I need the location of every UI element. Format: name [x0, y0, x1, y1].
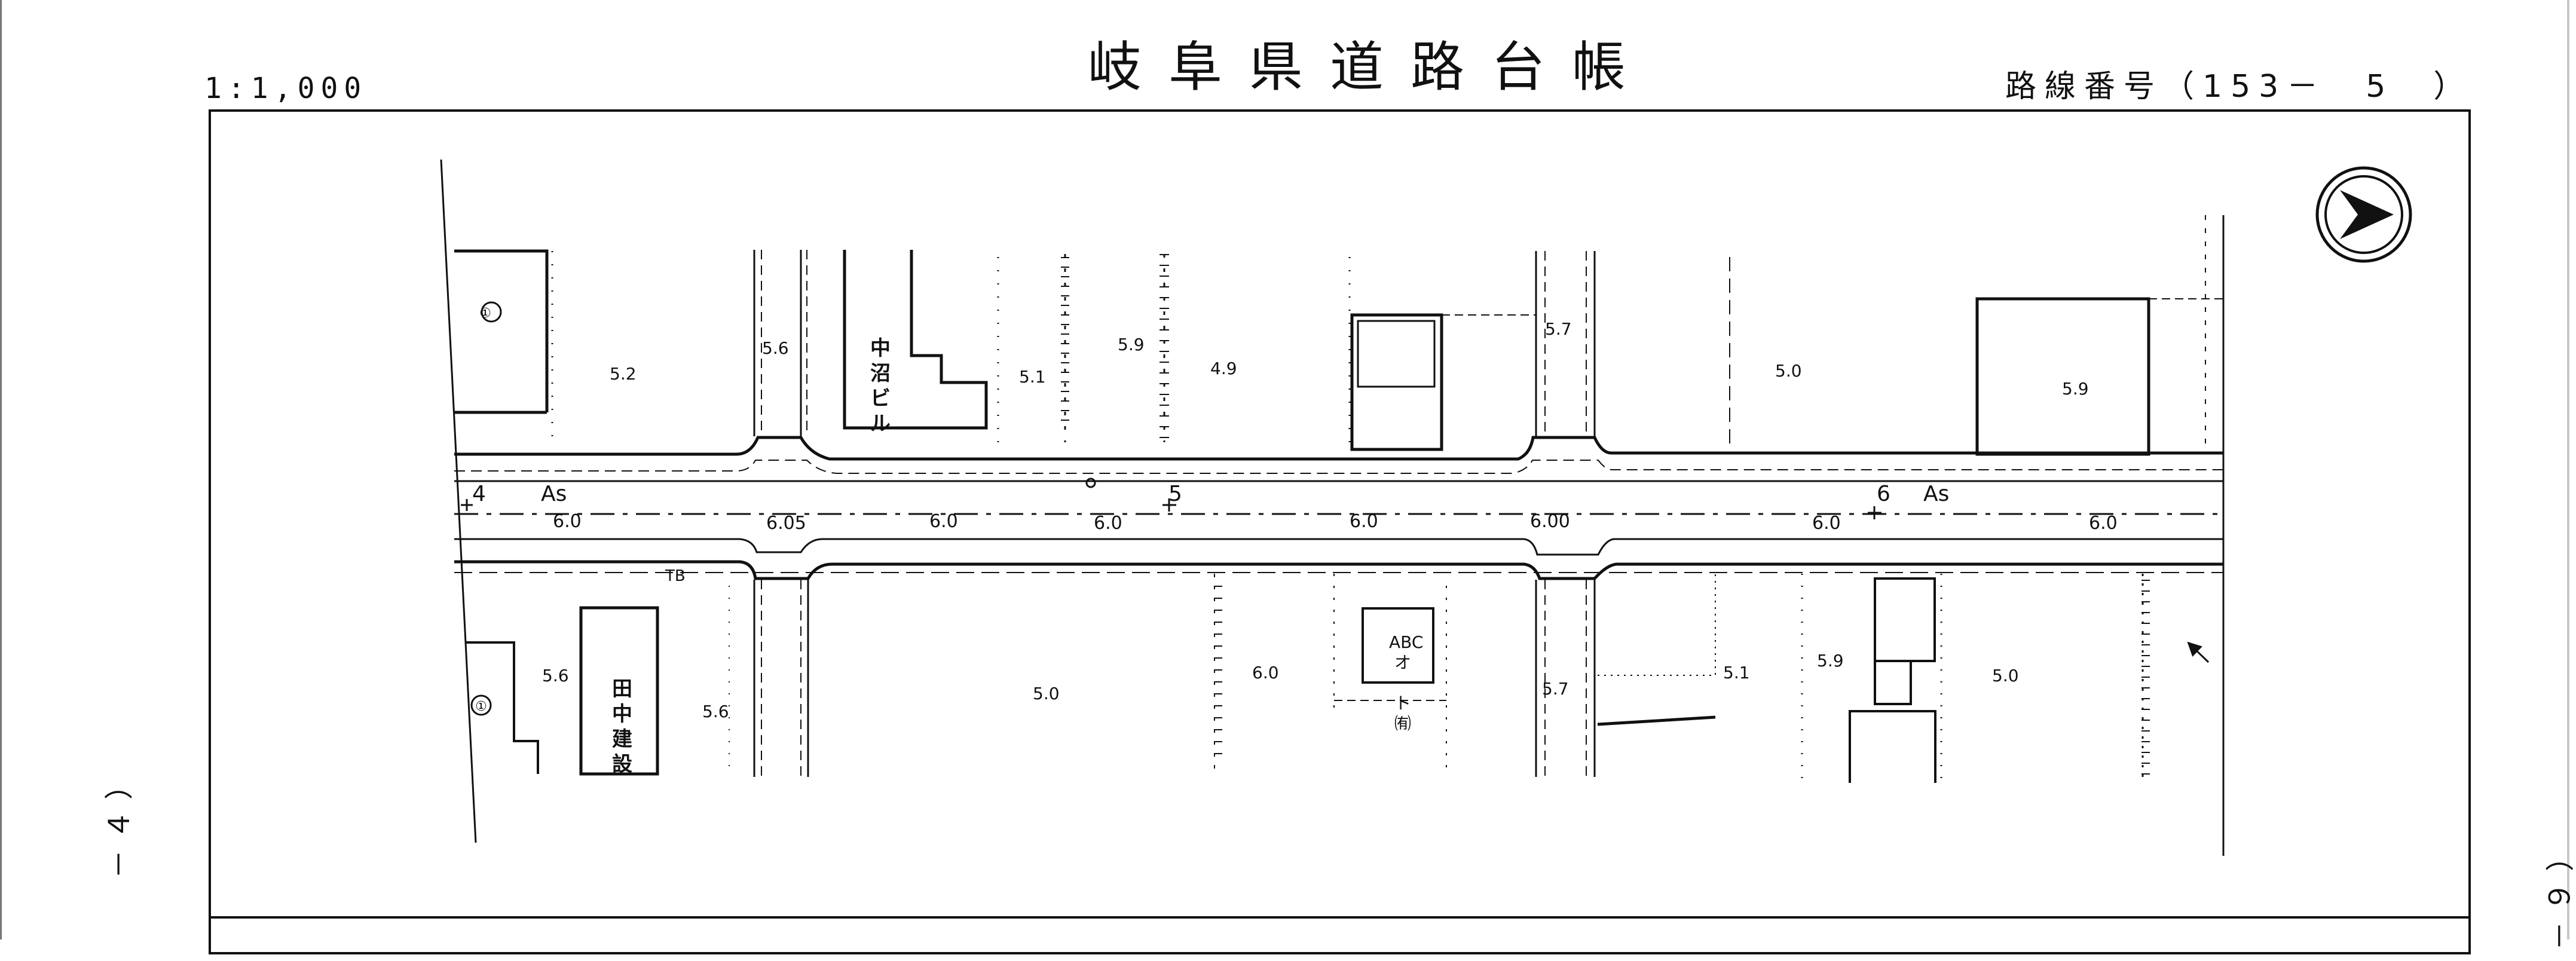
- pavement-right-label: As: [1923, 482, 1949, 506]
- page-title: 岐阜県道路台帳: [1088, 36, 1653, 99]
- cross-streets: [753, 250, 1596, 777]
- building-height-14: 5.1: [1723, 663, 1750, 683]
- nakanuma-building-label: 中沼ビル: [870, 336, 891, 436]
- route-number: 路線番号（153－ 5 ）: [2005, 69, 2473, 105]
- building-height-8: 5.9: [2062, 379, 2089, 399]
- elevation-label-3: 6.0: [929, 511, 958, 532]
- building-height-4: 5.9: [1118, 335, 1145, 354]
- building-height-7: 5.0: [1775, 361, 1802, 381]
- upper-buildings: [454, 215, 2223, 456]
- elevation-label-1: 6.0: [553, 511, 582, 532]
- pavement-left-label: As: [541, 482, 567, 506]
- survey-tick-rows: [1061, 254, 2150, 777]
- circled-markers: [470, 301, 502, 716]
- building-height-13: 5.7: [1542, 679, 1569, 699]
- building-height-1: 5.2: [610, 364, 637, 384]
- abc-auto-label: ABCオート㈲: [1389, 632, 1424, 733]
- circled-marker-a-label: ①: [479, 306, 491, 321]
- building-height-3: 5.1: [1019, 367, 1046, 387]
- building-height-10: 5.6: [702, 702, 729, 721]
- map-scale: 1:1,000: [204, 72, 368, 105]
- station-5-label: 5: [1168, 482, 1182, 506]
- lower-buildings: [466, 574, 2144, 783]
- road-markers: [461, 478, 2210, 663]
- circled-marker-b-label: ①: [475, 699, 487, 714]
- building-height-5: 4.9: [1210, 359, 1237, 378]
- tanaka-kensetsu-label: 田中建設: [612, 677, 632, 776]
- elevation-label-5: 6.0: [1350, 511, 1378, 532]
- map-frame: [209, 109, 2471, 954]
- road-ledger-map: 4 As 5 6 As 6.0 6.05 6.0 6.0 6.0 6.00 6.…: [209, 109, 2471, 954]
- station-4-label: 4: [472, 482, 486, 506]
- page-right-edge: [2567, 0, 2569, 939]
- elevation-label-7: 6.0: [1812, 513, 1841, 534]
- elevation-label-4: 6.0: [1094, 513, 1122, 534]
- building-height-16: 5.0: [1992, 666, 2019, 685]
- elevation-label-2: 6.05: [766, 513, 806, 534]
- left-boundary-line: [440, 159, 477, 843]
- tb-label: TB: [665, 567, 686, 585]
- north-arrow-icon: [2315, 166, 2412, 263]
- building-height-9: 5.6: [542, 666, 569, 685]
- building-height-6: 5.7: [1545, 319, 1572, 339]
- elevation-label-6: 6.00: [1530, 511, 1570, 532]
- page-left-edge: [0, 0, 2, 939]
- main-road: [454, 436, 2223, 580]
- elevation-label-8: 6.0: [2089, 513, 2118, 534]
- map-labels: 4 As 5 6 As 6.0 6.05 6.0 6.0 6.0 6.00 6.…: [472, 306, 2118, 721]
- building-height-12: 6.0: [1252, 663, 1279, 683]
- building-height-15: 5.9: [1817, 651, 1844, 671]
- building-height-11: 5.0: [1033, 684, 1060, 703]
- station-6-label: 6: [1877, 482, 1890, 506]
- building-height-2: 5.6: [762, 338, 789, 358]
